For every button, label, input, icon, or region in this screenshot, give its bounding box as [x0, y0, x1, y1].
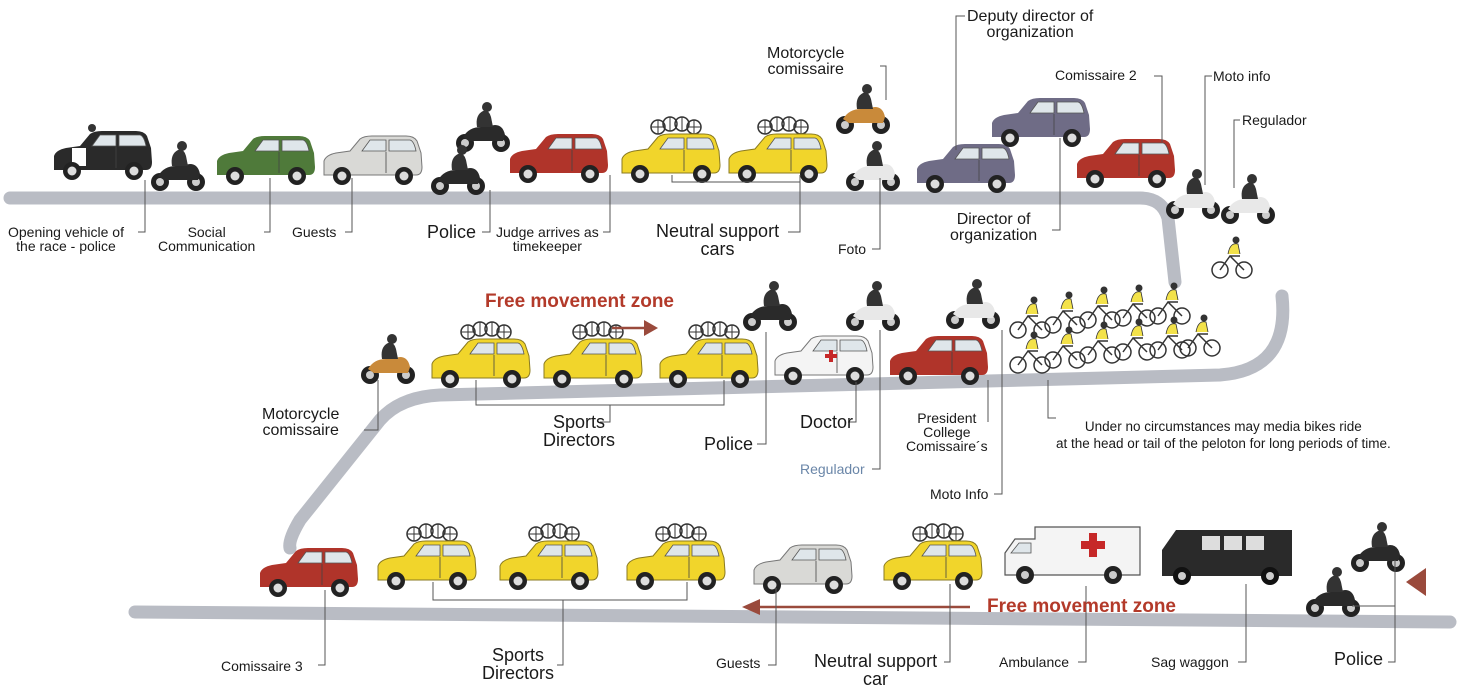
sports-director-car-icon [626, 523, 726, 590]
label-deputy-director: Deputy director of organization [967, 8, 1094, 41]
cyclist-bicycle-icon [1149, 281, 1191, 325]
label-guests: Guests [716, 655, 761, 671]
sports-director-car-icon [659, 321, 759, 388]
free-movement-zone-label: Free movement zone [987, 596, 1176, 617]
peloton [1009, 281, 1221, 374]
police-motorcycle-icon [1351, 522, 1405, 572]
label-regulador: Regulador [1242, 112, 1307, 128]
free-movement-zone-label: Free movement zone [485, 291, 674, 312]
police-motorcycle-icon [431, 145, 485, 195]
label-police: Police [704, 434, 754, 454]
label-doctor: Doctor [800, 412, 854, 432]
comissaire-3-car-icon [260, 548, 358, 597]
label-comissaire-2: Comissaire 2 [1055, 67, 1137, 83]
direction-arrow [742, 599, 970, 615]
director-car-icon [992, 98, 1090, 147]
ambulance-icon [1004, 526, 1141, 584]
cyclist-bicycle-icon [1079, 285, 1121, 329]
label-sports-directors: Sports Directors [482, 645, 555, 683]
sports-director-car-icon [499, 523, 599, 590]
judge-car-icon [510, 134, 608, 183]
label-moto-info: Moto info [1213, 68, 1271, 84]
neutral-support-car-icon [883, 523, 983, 590]
police-motorcycle-icon [743, 281, 797, 331]
cyclist-bicycle-icon [1114, 283, 1156, 327]
label-president: President College Comissaire´s [906, 410, 988, 454]
cyclist-bicycle-icon [1179, 313, 1221, 357]
media-bikes-note: Under no circumstances may media bikes r… [1056, 419, 1391, 451]
motorcycle-comissaire-icon [361, 334, 415, 384]
label-regulador: Regulador [800, 461, 865, 477]
deputy-director-car-icon [917, 144, 1015, 193]
leader-lines [138, 15, 1396, 666]
label-motorcycle-comissaire: Motorcycle comissaire [262, 406, 340, 439]
neutral-support-car-icon [621, 116, 721, 183]
lead-cyclist-bicycle-icon [1211, 235, 1253, 279]
direction-arrow [612, 320, 658, 336]
label-director: Director of organization [950, 211, 1038, 244]
label-comissaire-3: Comissaire 3 [221, 658, 303, 674]
label-motorcycle-comissaire: Motorcycle comissaire [767, 45, 845, 78]
label-police: Police [1334, 649, 1384, 669]
cyclist-bicycle-icon [1114, 317, 1156, 361]
label-neutral-support-car: Neutral support car [814, 651, 938, 689]
label-judge: Judge arrives as timekeeper [496, 224, 599, 254]
doctor-car-icon [774, 335, 874, 385]
social-communication-car-icon [217, 136, 315, 185]
comissaire-2-car-icon [1077, 139, 1175, 188]
sag-waggon-van-icon [1162, 530, 1292, 585]
label-ambulance: Ambulance [999, 654, 1070, 670]
motorcycle-comissaire-icon [836, 84, 890, 134]
label-neutral-support-cars: Neutral support cars [656, 221, 780, 259]
road [3, 191, 1457, 629]
sports-director-car-icon [431, 321, 531, 388]
opening-vehicle-car-icon [54, 124, 152, 180]
police-motorcycle-icon [151, 141, 205, 191]
police-motorcycle-icon [1306, 567, 1360, 617]
cyclist-bicycle-icon [1149, 315, 1191, 359]
label-moto-info: Moto Info [930, 486, 989, 502]
label-foto: Foto [838, 241, 867, 257]
direction-arrow [1406, 568, 1426, 596]
sports-director-car-icon [377, 523, 477, 590]
regulador-motorcycle-icon [1221, 174, 1275, 224]
label-police: Police [427, 222, 477, 242]
guests-car-icon [753, 544, 853, 594]
moto-info-motorcycle-icon [1166, 169, 1220, 219]
neutral-support-car-icon [728, 116, 828, 183]
label-guests: Guests [292, 224, 337, 240]
foto-motorcycle-icon [846, 141, 900, 191]
police-motorcycle-icon [456, 102, 510, 152]
label-sports-directors: Sports Directors [543, 412, 616, 450]
sports-director-car-icon [543, 321, 643, 388]
label-opening-vehicle: Opening vehicle of the race - police [8, 224, 124, 254]
cyclist-bicycle-icon [1009, 295, 1051, 339]
moto-info-motorcycle-icon [946, 279, 1000, 329]
regulador-motorcycle-icon [846, 281, 900, 331]
guests-car-icon [323, 135, 423, 185]
label-sag-waggon: Sag waggon [1151, 654, 1229, 670]
label-social-communication: Social Communication [158, 224, 256, 254]
cyclist-bicycle-icon [1044, 290, 1086, 334]
